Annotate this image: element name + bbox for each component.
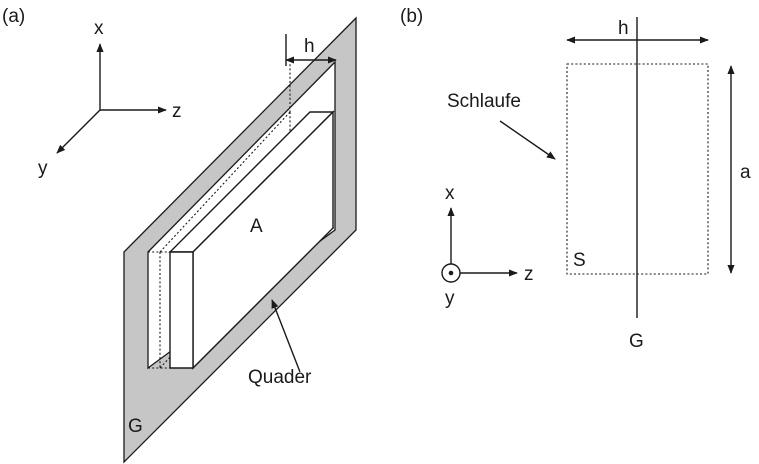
panel-a-axes: x z y bbox=[38, 18, 182, 179]
label-a-face: A bbox=[250, 216, 263, 237]
y-out-dot bbox=[448, 270, 454, 276]
b-z-axis-label: z bbox=[524, 264, 534, 285]
label-quader: Quader bbox=[248, 367, 312, 388]
label-s: S bbox=[573, 250, 586, 271]
quader-pointer-arrow bbox=[271, 299, 301, 373]
quader-box bbox=[168, 110, 335, 370]
label-a-dim: a bbox=[740, 162, 751, 183]
quader-side-face bbox=[192, 110, 334, 370]
schlaufe-pointer-arrow bbox=[499, 120, 556, 160]
label-h-b: h bbox=[618, 18, 629, 39]
panel-b-tag: (b) bbox=[400, 6, 423, 27]
panel-b: (b) h G a Schlaufe S x z y bbox=[400, 6, 751, 352]
panel-b-axes: x z y bbox=[441, 183, 534, 309]
label-h-a: h bbox=[304, 36, 315, 57]
quader-front-face bbox=[169, 251, 194, 369]
x-axis-label: x bbox=[94, 18, 104, 39]
y-axis-arrow bbox=[56, 109, 101, 154]
panel-a-tag: (a) bbox=[2, 6, 25, 27]
label-g-b: G bbox=[629, 331, 644, 352]
label-schlaufe: Schlaufe bbox=[447, 91, 521, 112]
panel-a: (a) x z y bbox=[2, 6, 357, 464]
dim-h-a: h bbox=[285, 34, 337, 66]
b-y-axis-label: y bbox=[445, 288, 455, 309]
z-axis-label: z bbox=[172, 101, 182, 122]
y-axis-label: y bbox=[38, 158, 48, 179]
label-g-a: G bbox=[128, 416, 143, 437]
b-x-axis-label: x bbox=[445, 183, 455, 204]
